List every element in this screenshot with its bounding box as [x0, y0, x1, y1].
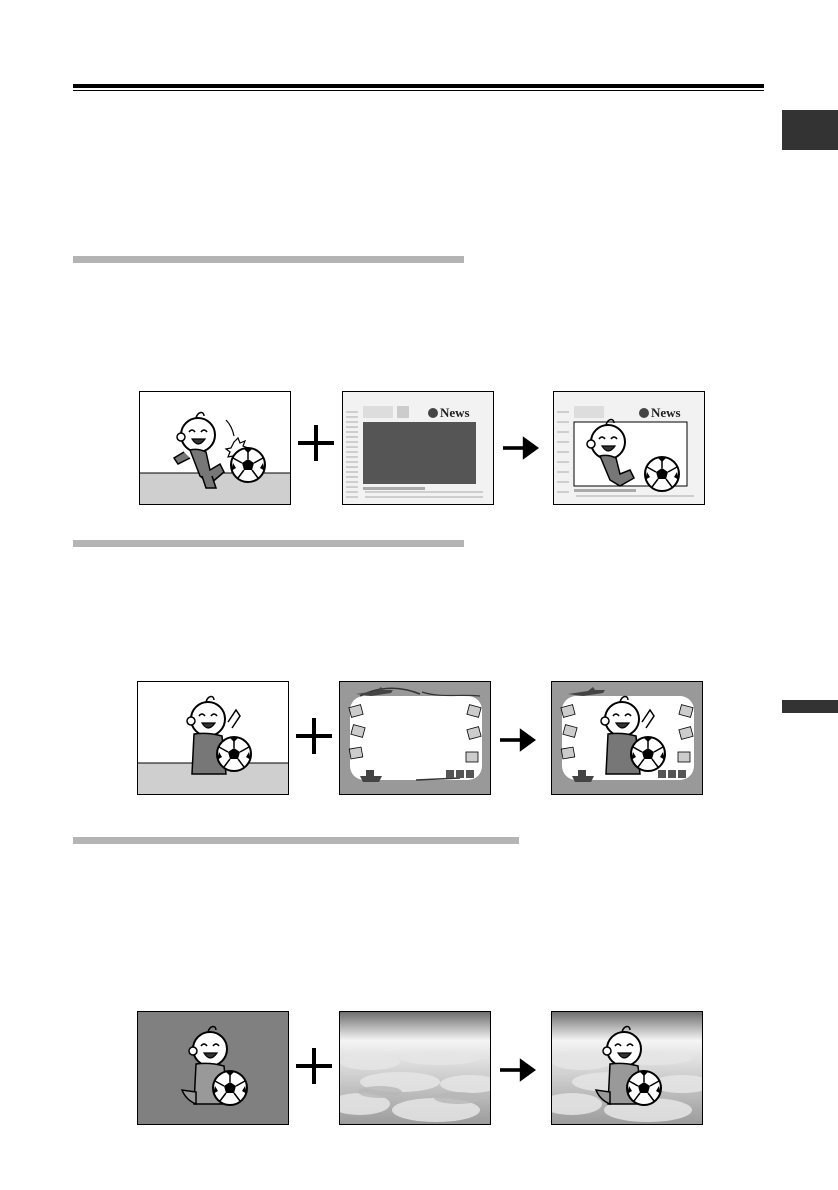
plus-icon	[298, 425, 334, 461]
news-word-2: News	[651, 405, 681, 420]
source-image-panel-2	[137, 681, 289, 795]
section-bar-2	[73, 540, 464, 547]
section-tab	[782, 700, 838, 713]
chapter-tab	[782, 110, 838, 150]
plus-icon	[296, 718, 332, 754]
result-image-panel-2	[551, 681, 703, 795]
arrow-right-icon	[500, 722, 536, 758]
arrow-right-icon	[503, 430, 539, 466]
source-image-panel-1	[139, 391, 291, 505]
news-word-1: News	[440, 405, 470, 420]
travel-frame-panel	[339, 681, 491, 795]
section-bar-1	[73, 256, 464, 263]
result-image-panel-3	[551, 1011, 703, 1125]
news-template-panel: News	[342, 391, 494, 505]
result-image-panel-1: News	[553, 391, 705, 505]
header-rule	[73, 84, 764, 88]
arrow-right-icon	[500, 1052, 536, 1088]
source-image-panel-3	[137, 1011, 289, 1125]
plus-icon	[296, 1048, 332, 1084]
header-rule-thin	[73, 90, 764, 91]
section-bar-3	[73, 837, 519, 844]
clouds-sky-panel	[339, 1011, 491, 1125]
